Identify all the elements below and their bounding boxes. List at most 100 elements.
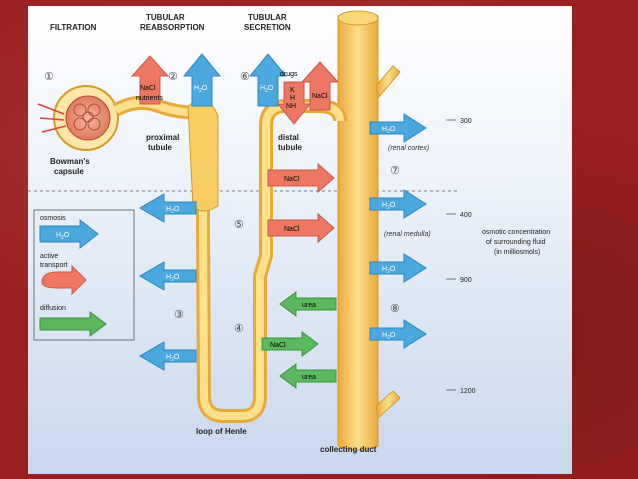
h2o-left-arrow-1: H2O <box>139 193 197 223</box>
scale-300: 300 <box>460 118 472 125</box>
h-label: H <box>166 206 171 213</box>
svg-text:H2O: H2O <box>166 354 180 363</box>
o-label: O <box>390 266 396 273</box>
nacl-arrow-medulla: NaCl <box>267 212 335 244</box>
h-ion-label: H <box>290 95 295 102</box>
header-reabsorption-2: REABSORPTION <box>140 23 205 32</box>
label-loop-of-henle: loop of Henle <box>196 427 247 436</box>
h2o-sub: 2 <box>265 88 268 94</box>
o-label: O <box>390 202 396 209</box>
h-label: H <box>166 354 171 361</box>
step-6: ⑥ <box>240 71 250 83</box>
svg-text:H2O: H2O <box>260 85 274 94</box>
k-label: K <box>290 87 295 94</box>
urea-diffusion-arrow-2: urea <box>279 363 337 389</box>
h2o-sub: 2 <box>61 235 64 241</box>
step-8: ⑧ <box>390 303 400 315</box>
collecting-duct-tube <box>337 12 379 451</box>
h-label: H <box>260 85 265 92</box>
legend-active-2: transport <box>40 262 68 269</box>
duct-h2o-arrow-1: H2O <box>369 113 427 143</box>
legend-diffusion-label: diffusion <box>40 305 66 312</box>
secretion-nacl-up-arrow: NaCl <box>300 61 340 111</box>
svg-text:H2O: H2O <box>382 202 396 211</box>
reabsorption-h2o-up-arrow: H2O <box>182 53 222 107</box>
svg-text:H2O: H2O <box>166 274 180 283</box>
legend-active-arrow <box>41 264 87 296</box>
duct-branch-upper <box>375 65 401 100</box>
step-5: ⑤ <box>234 219 244 231</box>
nephron-diagram-panel: FILTRATION TUBULAR REABSORPTION TUBULAR … <box>28 6 572 474</box>
step-2: ② <box>168 71 178 83</box>
collecting-duct-top <box>337 10 379 26</box>
legend-box: osmosis H2O active transport diffusion <box>33 209 135 341</box>
h2o-sub: 2 <box>171 357 174 363</box>
label-collecting-duct: collecting duct <box>320 445 377 454</box>
osmotic-caption-2: of surrounding fluid <box>486 239 546 246</box>
o-label: O <box>174 274 180 281</box>
nacl-label-diffusion: NaCl <box>270 342 286 349</box>
nacl-label-cortex: NaCl <box>284 176 300 183</box>
header-secretion-2: SECRETION <box>244 23 291 32</box>
o-label: O <box>174 206 180 213</box>
label-renal-cortex: (renal cortex) <box>388 145 429 152</box>
scale-400: 400 <box>460 212 472 219</box>
scale-900: 900 <box>460 277 472 284</box>
step-4: ④ <box>234 323 244 335</box>
nh-label: NH <box>286 103 296 110</box>
osmotic-caption-1: osmotic concentration <box>482 229 550 236</box>
o-label: O <box>390 126 396 133</box>
svg-text:H2O: H2O <box>194 85 208 94</box>
svg-text:H2O: H2O <box>166 206 180 215</box>
nacl-label-medulla: NaCl <box>284 226 300 233</box>
h2o-sub: 2 <box>387 205 390 211</box>
h2o-sub: 2 <box>171 209 174 215</box>
h-label: H <box>382 202 387 209</box>
h-label: H <box>194 85 199 92</box>
step-7: ⑦ <box>390 165 400 177</box>
osmotic-caption-3: (in milliosmols) <box>494 249 540 256</box>
label-bowmans-2: capsule <box>54 167 84 176</box>
label-proximal-1: proximal <box>146 133 179 142</box>
legend-osmosis-arrow <box>39 218 99 250</box>
svg-text:H2O: H2O <box>382 126 396 135</box>
h2o-left-arrow-3: H2O <box>139 341 197 371</box>
urea-label-2: urea <box>302 374 316 381</box>
nacl-label-2: NaCl <box>140 85 156 92</box>
header-filtration: FILTRATION <box>50 23 97 32</box>
label-renal-medulla: (renal medulla) <box>384 231 431 238</box>
label-distal-2: tubule <box>278 143 303 152</box>
label-bowmans-1: Bowman's <box>50 157 90 166</box>
label-distal-1: distal <box>278 133 299 142</box>
nacl-diffusion-arrow: NaCl <box>261 331 319 357</box>
o-label: O <box>390 332 396 339</box>
duct-branch-lower <box>375 390 401 419</box>
h-label: H <box>382 126 387 133</box>
nacl-arrow-cortex: NaCl <box>267 162 335 194</box>
h2o-sub: 2 <box>387 269 390 275</box>
o-label: O <box>268 85 274 92</box>
svg-text:H2O: H2O <box>382 332 396 341</box>
glomerulus <box>65 95 111 141</box>
proximal-tubule-body <box>187 99 219 212</box>
label-proximal-2: tubule <box>148 143 173 152</box>
urea-diffusion-arrow-1: urea <box>279 291 337 317</box>
h-label: H <box>382 332 387 339</box>
o-label: O <box>64 232 70 239</box>
legend-diffusion-arrow <box>39 311 107 337</box>
urea-label-1: urea <box>302 302 316 309</box>
h-label: H <box>166 274 171 281</box>
drugs-label: drugs <box>280 71 298 78</box>
o-label: O <box>174 354 180 361</box>
secretion-h2o-up-arrow: H2O <box>248 53 288 107</box>
nutrients-label: nutrients <box>136 95 163 102</box>
svg-text:H2O: H2O <box>382 266 396 275</box>
h2o-sub: 2 <box>171 277 174 283</box>
osmotic-scale-ticks <box>446 119 456 391</box>
secretion-drugs-down-arrow: drugs K H NH <box>276 71 312 125</box>
nephron-diagram: FILTRATION TUBULAR REABSORPTION TUBULAR … <box>28 10 550 454</box>
h2o-left-arrow-2: H2O <box>139 261 197 291</box>
svg-text:H2O: H2O <box>56 232 70 241</box>
legend-osmosis-label: osmosis <box>40 215 66 222</box>
duct-h2o-arrow-4: H2O <box>369 319 427 349</box>
